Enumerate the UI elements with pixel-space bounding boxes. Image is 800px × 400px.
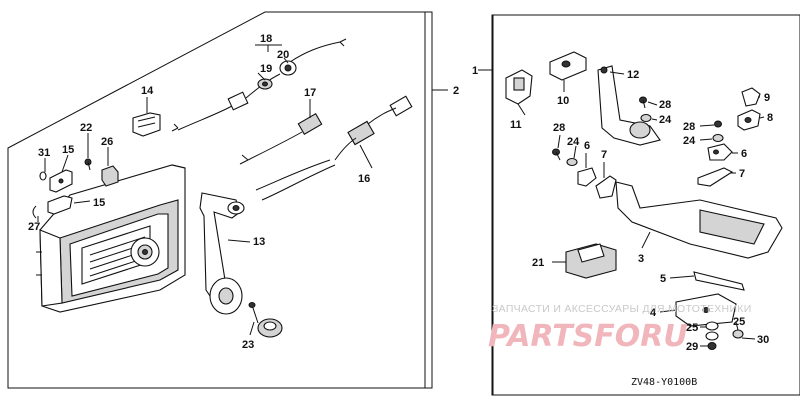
rod-5 xyxy=(693,271,745,291)
screw-23 xyxy=(248,302,259,324)
bolt-29 xyxy=(707,342,717,350)
bolt-28-left xyxy=(552,148,561,161)
link-6-right xyxy=(707,143,733,161)
callout-26: 26 xyxy=(101,136,113,148)
wire-harness-16 xyxy=(255,95,413,201)
callout-1: 1 xyxy=(472,65,478,77)
control-lever-13 xyxy=(199,192,245,315)
clip-14 xyxy=(132,112,161,137)
clamp-10 xyxy=(549,51,587,81)
callout-16: 16 xyxy=(358,173,370,185)
main-bracket-3 xyxy=(615,181,783,259)
callout-3: 3 xyxy=(638,253,644,265)
washer-25-b xyxy=(705,331,719,341)
callout-4: 4 xyxy=(650,307,657,319)
callout-23: 23 xyxy=(242,339,254,351)
washer-24-left xyxy=(566,157,578,167)
callout-19: 19 xyxy=(260,63,272,75)
callout-6-right: 6 xyxy=(741,148,747,160)
callout-30: 30 xyxy=(757,334,769,346)
callout-28-left: 28 xyxy=(553,122,565,134)
link-6-left xyxy=(577,167,597,187)
callout-7-left: 7 xyxy=(601,149,607,161)
callout-22: 22 xyxy=(80,122,92,134)
callout-28-top: 28 xyxy=(659,99,671,111)
watermark-caption: ЗАПЧАСТИ И АКСЕССУАРЫ ДЛЯ МОТОТЕХНИКИ xyxy=(492,303,752,315)
connector-19 xyxy=(257,78,273,90)
clip-27 xyxy=(32,205,37,219)
solenoid-21 xyxy=(565,243,617,279)
callout-20: 20 xyxy=(277,49,289,61)
washer-24-top xyxy=(640,113,652,123)
screw-22 xyxy=(84,158,92,171)
wire-harness-17 xyxy=(239,113,323,165)
grommet-part xyxy=(257,318,283,338)
group-2-bracket xyxy=(420,11,433,389)
callout-21: 21 xyxy=(532,257,544,269)
callout-15-upper: 15 xyxy=(62,144,74,156)
callout-7-right: 7 xyxy=(739,168,745,180)
leader-lines xyxy=(37,44,765,347)
callout-10: 10 xyxy=(557,95,569,107)
callout-13: 13 xyxy=(253,236,265,248)
watermark-brand: PARTSFORU xyxy=(488,319,688,354)
callout-labels: 2 1 18 19 20 14 17 16 22 26 31 15 15 27 … xyxy=(28,33,773,353)
arm-12 xyxy=(597,65,661,146)
washer-25-a xyxy=(705,321,719,331)
callout-25-b: 25 xyxy=(733,316,745,328)
callout-6-left: 6 xyxy=(584,140,590,152)
control-box-housing xyxy=(36,164,186,313)
callout-14: 14 xyxy=(141,85,154,97)
plate-4 xyxy=(675,293,737,327)
callout-9: 9 xyxy=(764,92,770,104)
bracket-15-lower xyxy=(47,195,73,215)
callout-5: 5 xyxy=(660,273,666,285)
pin-30 xyxy=(732,329,744,339)
group-1-outline xyxy=(492,14,800,396)
callout-2: 2 xyxy=(453,85,459,97)
pin-31 xyxy=(39,171,47,181)
callout-25-a: 25 xyxy=(686,322,698,334)
callout-24-mid: 24 xyxy=(683,135,696,147)
link-7-left xyxy=(595,175,617,199)
link-7-right xyxy=(697,167,734,187)
clamp-26 xyxy=(101,165,119,187)
callout-27: 27 xyxy=(28,221,40,233)
callout-12: 12 xyxy=(627,69,639,81)
bolt-28-mid xyxy=(714,120,722,128)
callout-31: 31 xyxy=(38,147,50,159)
bolt-28-top xyxy=(639,96,647,109)
group-2-outline xyxy=(7,11,426,389)
callout-24-top: 24 xyxy=(659,114,672,126)
switch-20 xyxy=(279,60,297,76)
callout-28-mid: 28 xyxy=(683,121,695,133)
callout-29: 29 xyxy=(686,341,698,353)
callout-17: 17 xyxy=(304,87,316,99)
group-1-bracket xyxy=(491,14,500,396)
callout-11: 11 xyxy=(510,119,522,131)
callout-18: 18 xyxy=(260,33,272,45)
callout-24-left: 24 xyxy=(567,136,580,148)
clamp-11 xyxy=(505,69,533,105)
block-8 xyxy=(737,109,761,131)
callout-15-lower: 15 xyxy=(93,197,105,209)
cam-9 xyxy=(741,87,761,107)
bracket-15-upper xyxy=(49,169,73,193)
callout-8: 8 xyxy=(767,112,773,124)
diagram-code: ZV48-Y0100B xyxy=(631,377,697,388)
washer-24-mid xyxy=(712,133,724,143)
